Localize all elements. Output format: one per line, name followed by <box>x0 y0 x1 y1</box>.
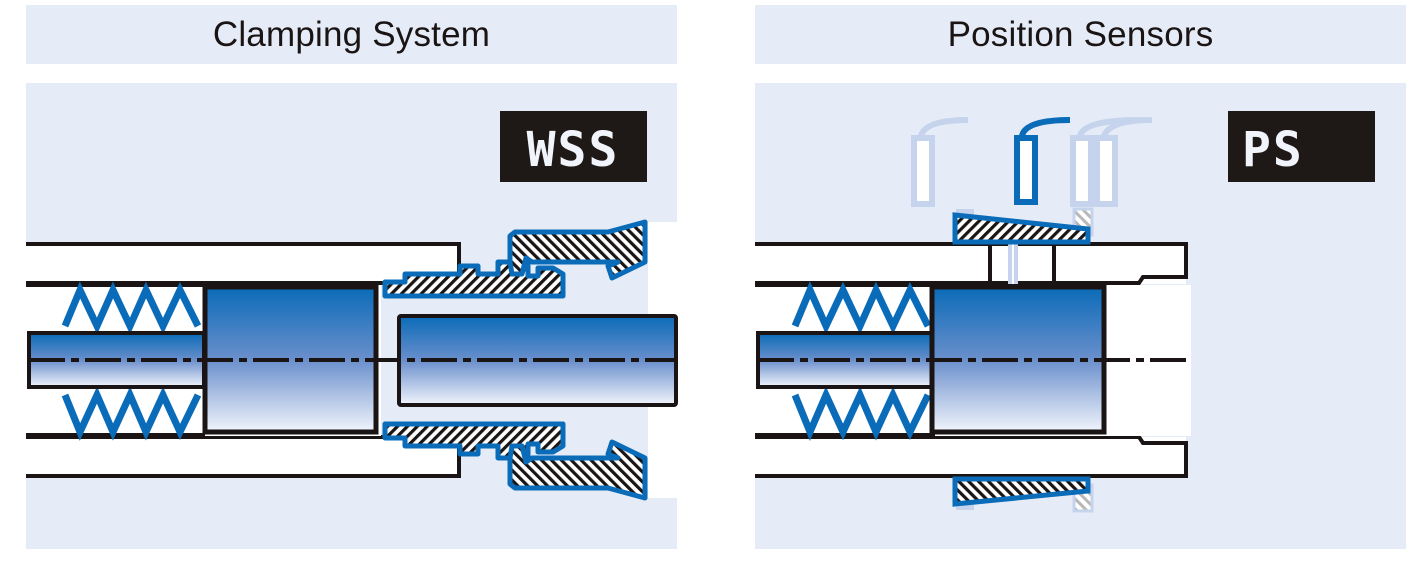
tapered-ring-lower <box>952 476 1094 513</box>
clamping-sleeve-upper <box>507 219 648 281</box>
panel-title-bar-sensors: Position Sensors <box>755 5 1406 64</box>
panel-clamping: WSS <box>26 83 678 549</box>
housing-tube-upper <box>26 242 461 285</box>
clamping-sleeve-lower <box>507 439 648 501</box>
piston <box>202 284 379 435</box>
tapered-ring-upper <box>952 207 1094 245</box>
badge-ps-text: PS <box>1242 122 1304 178</box>
panel-title-bar-clamping: Clamping System <box>26 5 677 64</box>
badge-wss-text: WSS <box>527 122 620 178</box>
spring <box>61 281 202 441</box>
panel-sensors: PS <box>755 83 1406 549</box>
housing-tube-lower <box>755 435 1188 478</box>
sensor-active <box>1014 117 1071 205</box>
panel-title-sensors: Position Sensors <box>947 14 1214 54</box>
panel-title-clamping: Clamping System <box>212 14 491 54</box>
badge-wss: WSS <box>500 111 647 182</box>
sensor-ghost-right-2 <box>1094 117 1153 207</box>
spring <box>791 281 932 442</box>
housing-tube-upper <box>755 242 1188 285</box>
housing-tube-lower <box>26 435 461 478</box>
sensor-ghost-left <box>911 117 969 207</box>
badge-ps: PS <box>1228 111 1375 182</box>
